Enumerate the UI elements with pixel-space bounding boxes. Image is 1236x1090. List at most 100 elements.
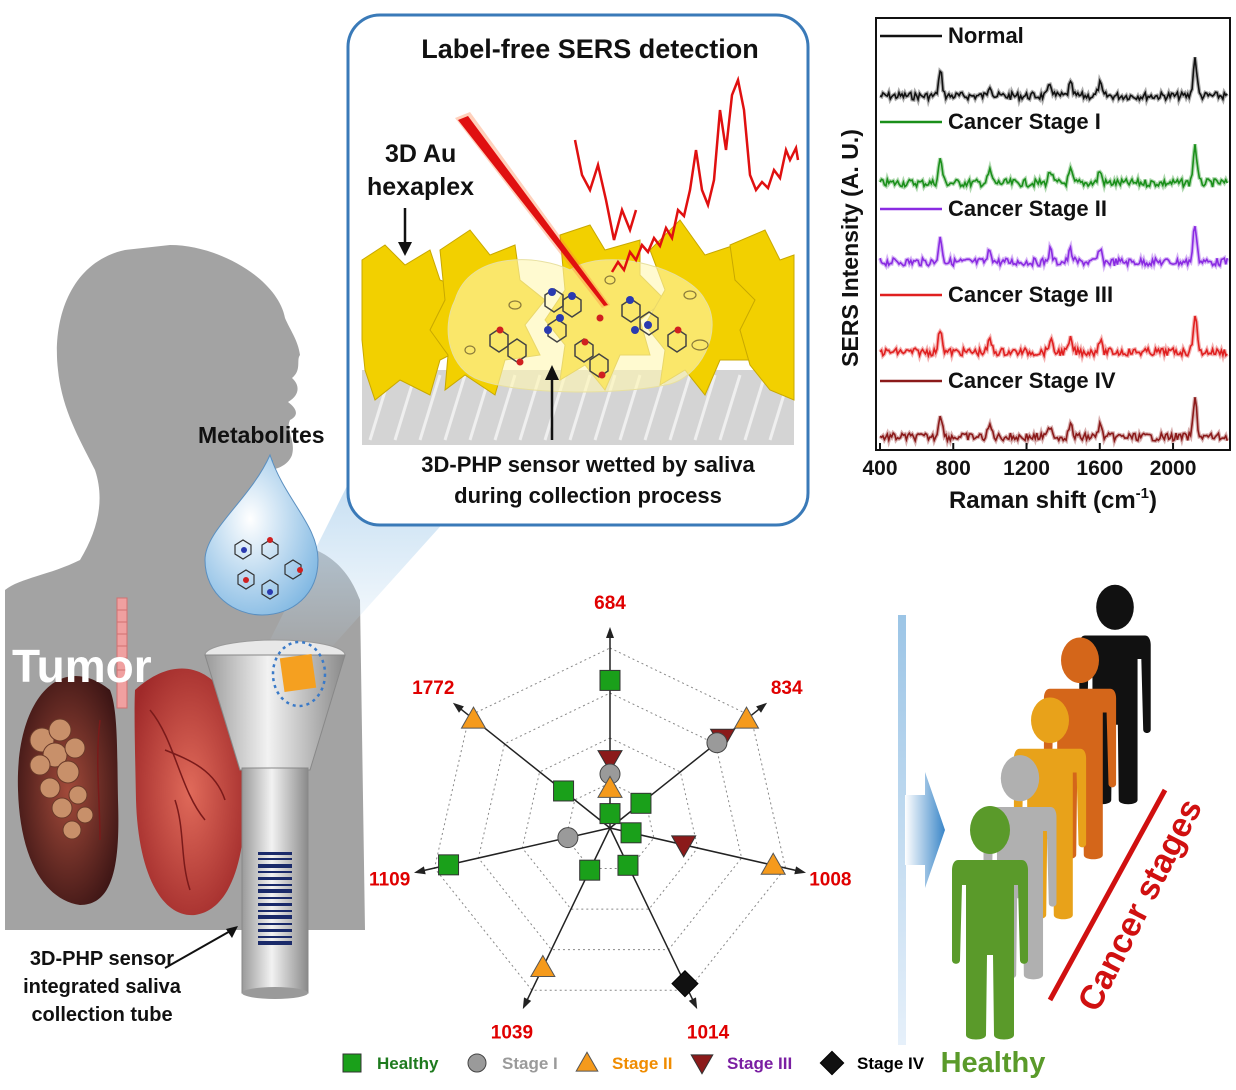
inset-title: Label-free SERS detection [421, 34, 759, 64]
au-label-line1: 3D Au [385, 140, 456, 168]
tumor-mass [29, 718, 94, 840]
radar-axis-label-2: 1008 [809, 869, 851, 890]
spectrum-label-1: Cancer Stage I [948, 109, 1101, 134]
radar-marker-circle-5 [706, 732, 728, 754]
legend-label-2: Stage II [612, 1054, 672, 1073]
sers-signal-trace-2 [573, 139, 638, 241]
radar-axis-label-4: 1039 [491, 1023, 533, 1044]
molecule-atoms-red [496, 314, 682, 379]
x-tick-label-0: 400 [862, 457, 897, 480]
radar-marker-triangle-up-19 [597, 775, 623, 798]
spectrum-trace-1 [879, 144, 1229, 190]
radar-marker-triangle-down-1 [597, 750, 623, 773]
stage-figure-0 [952, 806, 1028, 1040]
radar-marker-diamond-10 [671, 969, 699, 998]
radar-marker-triangle-up-12 [529, 954, 556, 977]
radar-marker-triangle-down-8 [670, 835, 697, 858]
radar-axis-arrow-5 [414, 866, 426, 875]
radar-axis-4 [524, 827, 611, 1005]
legend-marker-1 [467, 1053, 487, 1073]
radar-chart: 684 834 1008 1014 1039 1109 1772 [369, 593, 851, 1044]
spectrum-label-3: Cancer Stage III [948, 282, 1113, 307]
molecule-atoms-blue [544, 288, 652, 334]
legend-label-4: Stage IV [857, 1054, 925, 1073]
radar-legend: Healthy Stage I Stage II Stage III Stage IV [342, 1050, 925, 1076]
sers-inset: Label-free SERS detection [346, 13, 810, 527]
x-tick-label-1: 800 [936, 457, 971, 480]
tube-pointer-arrow [164, 926, 238, 969]
spectrum-trace-3 [879, 315, 1228, 359]
radar-marker-circle-15 [557, 827, 579, 849]
spectrum-trace-0 [879, 57, 1228, 103]
tube-caption-line1: 3D-PHP sensor [30, 948, 174, 970]
tube-caption-line3: collection tube [31, 1004, 172, 1026]
radar-marker-square-17 [553, 780, 575, 802]
metabolites-label: Metabolites [198, 422, 325, 448]
sensor-pointer-arrow [545, 365, 559, 440]
legend-marker-3 [690, 1054, 714, 1075]
healthy-label: Healthy [941, 1047, 1046, 1079]
sensor-caption-line1: 3D-PHP sensor wetted by saliva [421, 452, 755, 477]
spectrum-label-0: Normal [948, 23, 1024, 48]
spectra-y-label: SERS Intensity (A. U.) [837, 129, 863, 367]
radar-marker-square-14 [438, 854, 460, 876]
panel-separator [898, 615, 906, 1045]
radar-grid-ring-2 [477, 692, 743, 951]
radar-axis-arrow-4 [522, 997, 532, 1010]
radar-axis-arrow-2 [794, 866, 806, 875]
radar-marker-square-11 [617, 854, 639, 876]
au-pointer-arrow [398, 208, 412, 256]
radar-marker-square-9 [620, 822, 642, 844]
legend-label-3: Stage III [727, 1054, 792, 1073]
spectrum-label-2: Cancer Stage II [948, 196, 1107, 221]
radar-axis-label-0: 684 [594, 593, 626, 614]
tube-caption-line2: integrated saliva [23, 976, 182, 998]
progression-arrow [905, 772, 945, 888]
radar-axis-arrow-3 [688, 997, 698, 1010]
radar-marker-square-18 [599, 803, 621, 825]
tumor-label: Tumor [12, 640, 152, 692]
spectrum-trace-4 [879, 397, 1229, 444]
au-label-line2: hexaplex [367, 173, 474, 201]
spectra-frame [875, 17, 1231, 451]
tube-caption: 3D-PHP sensor integrated saliva collecti… [23, 948, 182, 1026]
radar-axis-arrow-1 [756, 702, 768, 713]
radar-marker-triangle-up-3 [733, 706, 760, 729]
cancer-stages-line [1047, 788, 1168, 1002]
sensor-caption-line2: during collection process [454, 483, 722, 508]
radar-axis-arrow-0 [606, 627, 614, 638]
spectrum-trace-2 [879, 225, 1229, 269]
barcode [258, 852, 292, 945]
stage-figures [952, 584, 1151, 1040]
radar-axis-label-3: 1014 [687, 1023, 730, 1044]
legend-marker-4 [819, 1050, 845, 1076]
radar-axis-arrow-6 [452, 702, 464, 713]
radar-marker-triangle-up-16 [460, 706, 487, 729]
x-tick-label-3: 1600 [1076, 457, 1123, 480]
legend-label-1: Stage I [502, 1054, 558, 1073]
lungs-illustration [17, 597, 246, 916]
radar-grid-ring-1 [521, 737, 699, 910]
radar-axis-label-1: 834 [771, 678, 803, 699]
spectrum-label-4: Cancer Stage IV [948, 368, 1116, 393]
radar-axis-label-5: 1109 [369, 869, 410, 890]
legend-label-0: Healthy [377, 1054, 439, 1073]
radar-axis-label-6: 1772 [412, 678, 454, 699]
radar-marker-triangle-up-7 [760, 852, 787, 875]
sensor-chip [279, 653, 317, 693]
radar-marker-square-6 [630, 792, 652, 814]
spectra-x-label: Raman shift (cm-1) [949, 485, 1157, 514]
x-tick-label-4: 2000 [1150, 457, 1197, 480]
legend-marker-0 [342, 1053, 362, 1073]
sers-signal-trace [610, 75, 800, 273]
laser-beam [455, 112, 610, 308]
radar-grid-ring-3 [433, 647, 787, 991]
radar-marker-square-0 [599, 669, 621, 691]
sensor-highlight-circle [271, 640, 327, 708]
x-tick-label-2: 1200 [1003, 457, 1050, 480]
metabolite-droplet [204, 453, 319, 616]
molecule-bubbles [464, 275, 709, 355]
radar-marker-square-13 [579, 859, 601, 881]
